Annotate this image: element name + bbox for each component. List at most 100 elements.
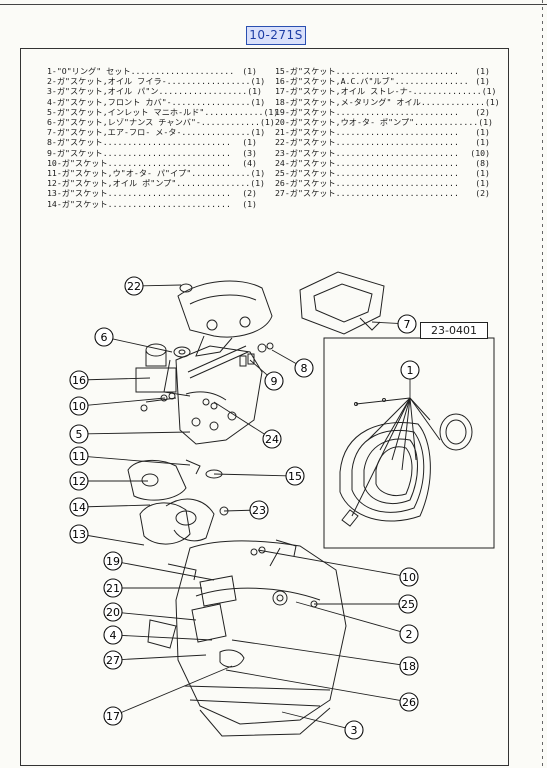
callout-number: 13 [72,528,86,541]
part-qty: (1) [242,198,257,209]
group-code-badge[interactable]: 10-271S [246,26,306,45]
part-list-row: 11-ガ"スケット,ウ"オ-タ- パ"イプ"............(1) [47,168,265,179]
callout-circle [103,551,123,571]
part-name: 16-ガ"スケット,A.C.バ"ルブ"............... [275,76,469,87]
callout-number: 4 [110,629,117,642]
callout-number: 8 [301,362,308,375]
callout-number: 7 [404,318,411,331]
part-qty: (1) [247,86,262,97]
part-list-row: 21-ガ"スケット......................... (1) [275,127,490,137]
small-washers-drawing [160,283,318,608]
part-name: 11-ガ"スケット,ウ"オ-タ- パ"イプ"............ [47,168,251,179]
part-list-row: 5-ガ"スケット,インレット マニホ-ルド"............(1) [47,107,278,117]
leader-line [121,612,197,621]
parts-list-left: 1-"O"リング" セット.....................(1)2-ガ… [47,66,278,209]
callout-number: 26 [402,696,416,709]
callout-20[interactable]: 20 [103,602,197,622]
callout-27[interactable]: 27 [103,650,207,670]
leader-line [213,401,265,435]
callout-19[interactable]: 19 [103,551,215,581]
callout-3[interactable]: 3 [281,711,364,740]
callout-8[interactable]: 8 [271,349,314,378]
callout-1[interactable]: 1 [400,360,420,400]
part-name: 21-ガ"スケット......................... [275,127,459,138]
part-qty: (8) [475,157,490,168]
callout-number: 2 [406,628,413,641]
water-pipe-drawing [127,459,215,545]
callout-21[interactable]: 21 [103,578,202,598]
leader-line [87,431,191,435]
callout-25[interactable]: 25 [314,594,418,614]
part-name: 23-ガ"スケット......................... [275,147,459,158]
callout-4[interactable]: 4 [103,625,213,645]
part-name: 5-ガ"スケット,インレット マニホ-ルド"............ [47,106,264,117]
callout-number: 10 [402,571,416,584]
callout-circle [69,424,89,444]
part-name: 2-ガ"スケット,オイル フイラ-................. [47,76,251,87]
callout-18[interactable]: 18 [231,639,419,676]
callout-2[interactable]: 2 [295,601,419,644]
callout-16[interactable]: 16 [69,370,151,390]
callout-circle [103,650,123,670]
callout-13[interactable]: 13 [69,524,145,546]
part-qty: (1) [250,76,266,87]
callout-6[interactable]: 6 [94,327,173,353]
leader-line [213,473,287,477]
leader-line [281,711,346,729]
ac-valve-drawing [135,343,177,412]
callout-circle [398,594,418,614]
o-ring-reference-code[interactable]: 23-0401 [420,322,488,339]
callout-number: 17 [106,710,120,723]
callout-12[interactable]: 12 [69,471,148,491]
part-qty: (2) [475,106,490,117]
leader-line [257,549,401,576]
callout-23[interactable]: 23 [223,500,269,520]
callout-10[interactable]: 10 [69,396,166,416]
part-name: 10-ガ"スケット......................... [47,157,231,168]
part-name: 12-ガ"スケット,オイル ポ"ンプ"............... [47,178,251,189]
callout-circle [69,471,89,491]
part-name: 17-ガ"スケット,オイル ストレ-ナ-.............. [275,86,482,97]
part-list-row: 27-ガ"スケット.........................(2) [275,188,490,198]
part-name: 18-ガ"スケット,メ-タリング" オイル............. [275,96,485,107]
callout-15[interactable]: 15 [213,466,305,486]
leader-line [87,397,166,406]
callout-24[interactable]: 24 [213,401,282,449]
callout-circle [103,578,123,598]
part-list-row: 20-ガ"スケット,ウオ-タ- ポ"ンプ".............(1) [275,117,493,127]
callout-circle [399,692,419,712]
callout-14[interactable]: 14 [69,497,151,517]
part-name: 15-ガ"スケット......................... [275,66,459,76]
part-qty: (2) [475,188,490,199]
part-qty: (1) [475,127,490,138]
part-list-row: 1-"O"リング" セット.....................(1) [47,66,257,76]
callout-7[interactable]: 7 [371,314,417,334]
part-qty: (1) [484,96,500,107]
callout-circle [103,602,123,622]
callout-circle [397,314,417,334]
part-list-row: 16-ガ"スケット,A.C.バ"ルブ"...............(1) [275,76,490,86]
part-qty: (1) [250,127,266,138]
callout-11[interactable]: 11 [69,446,191,466]
part-name: 1-"O"リング" セット..................... [47,66,235,76]
callout-26[interactable]: 26 [225,669,419,712]
callout-10[interactable]: 10 [257,549,419,587]
callout-17[interactable]: 17 [103,665,233,726]
callout-22[interactable]: 22 [124,276,182,296]
callout-circle [262,429,282,449]
callout-circle [344,720,364,740]
callout-9[interactable]: 9 [249,359,284,391]
part-list-row: 6-ガ"スケット,レゾ"ナンス チャンバ"-............(1) [47,117,275,127]
callout-5[interactable]: 5 [69,424,191,444]
part-qty: (3) [242,147,257,158]
leader-line [121,562,215,581]
inlet-manifold-drawing [163,345,263,445]
callout-number: 25 [401,598,415,611]
callout-circle [399,656,419,676]
part-list-row: 9-ガ"スケット..........................(3) [47,148,257,158]
part-qty: (1) [475,178,490,189]
part-list-row: 23-ガ"スケット.........................(10) [275,148,490,158]
callout-number: 14 [72,501,86,514]
part-qty: (1) [475,66,490,76]
